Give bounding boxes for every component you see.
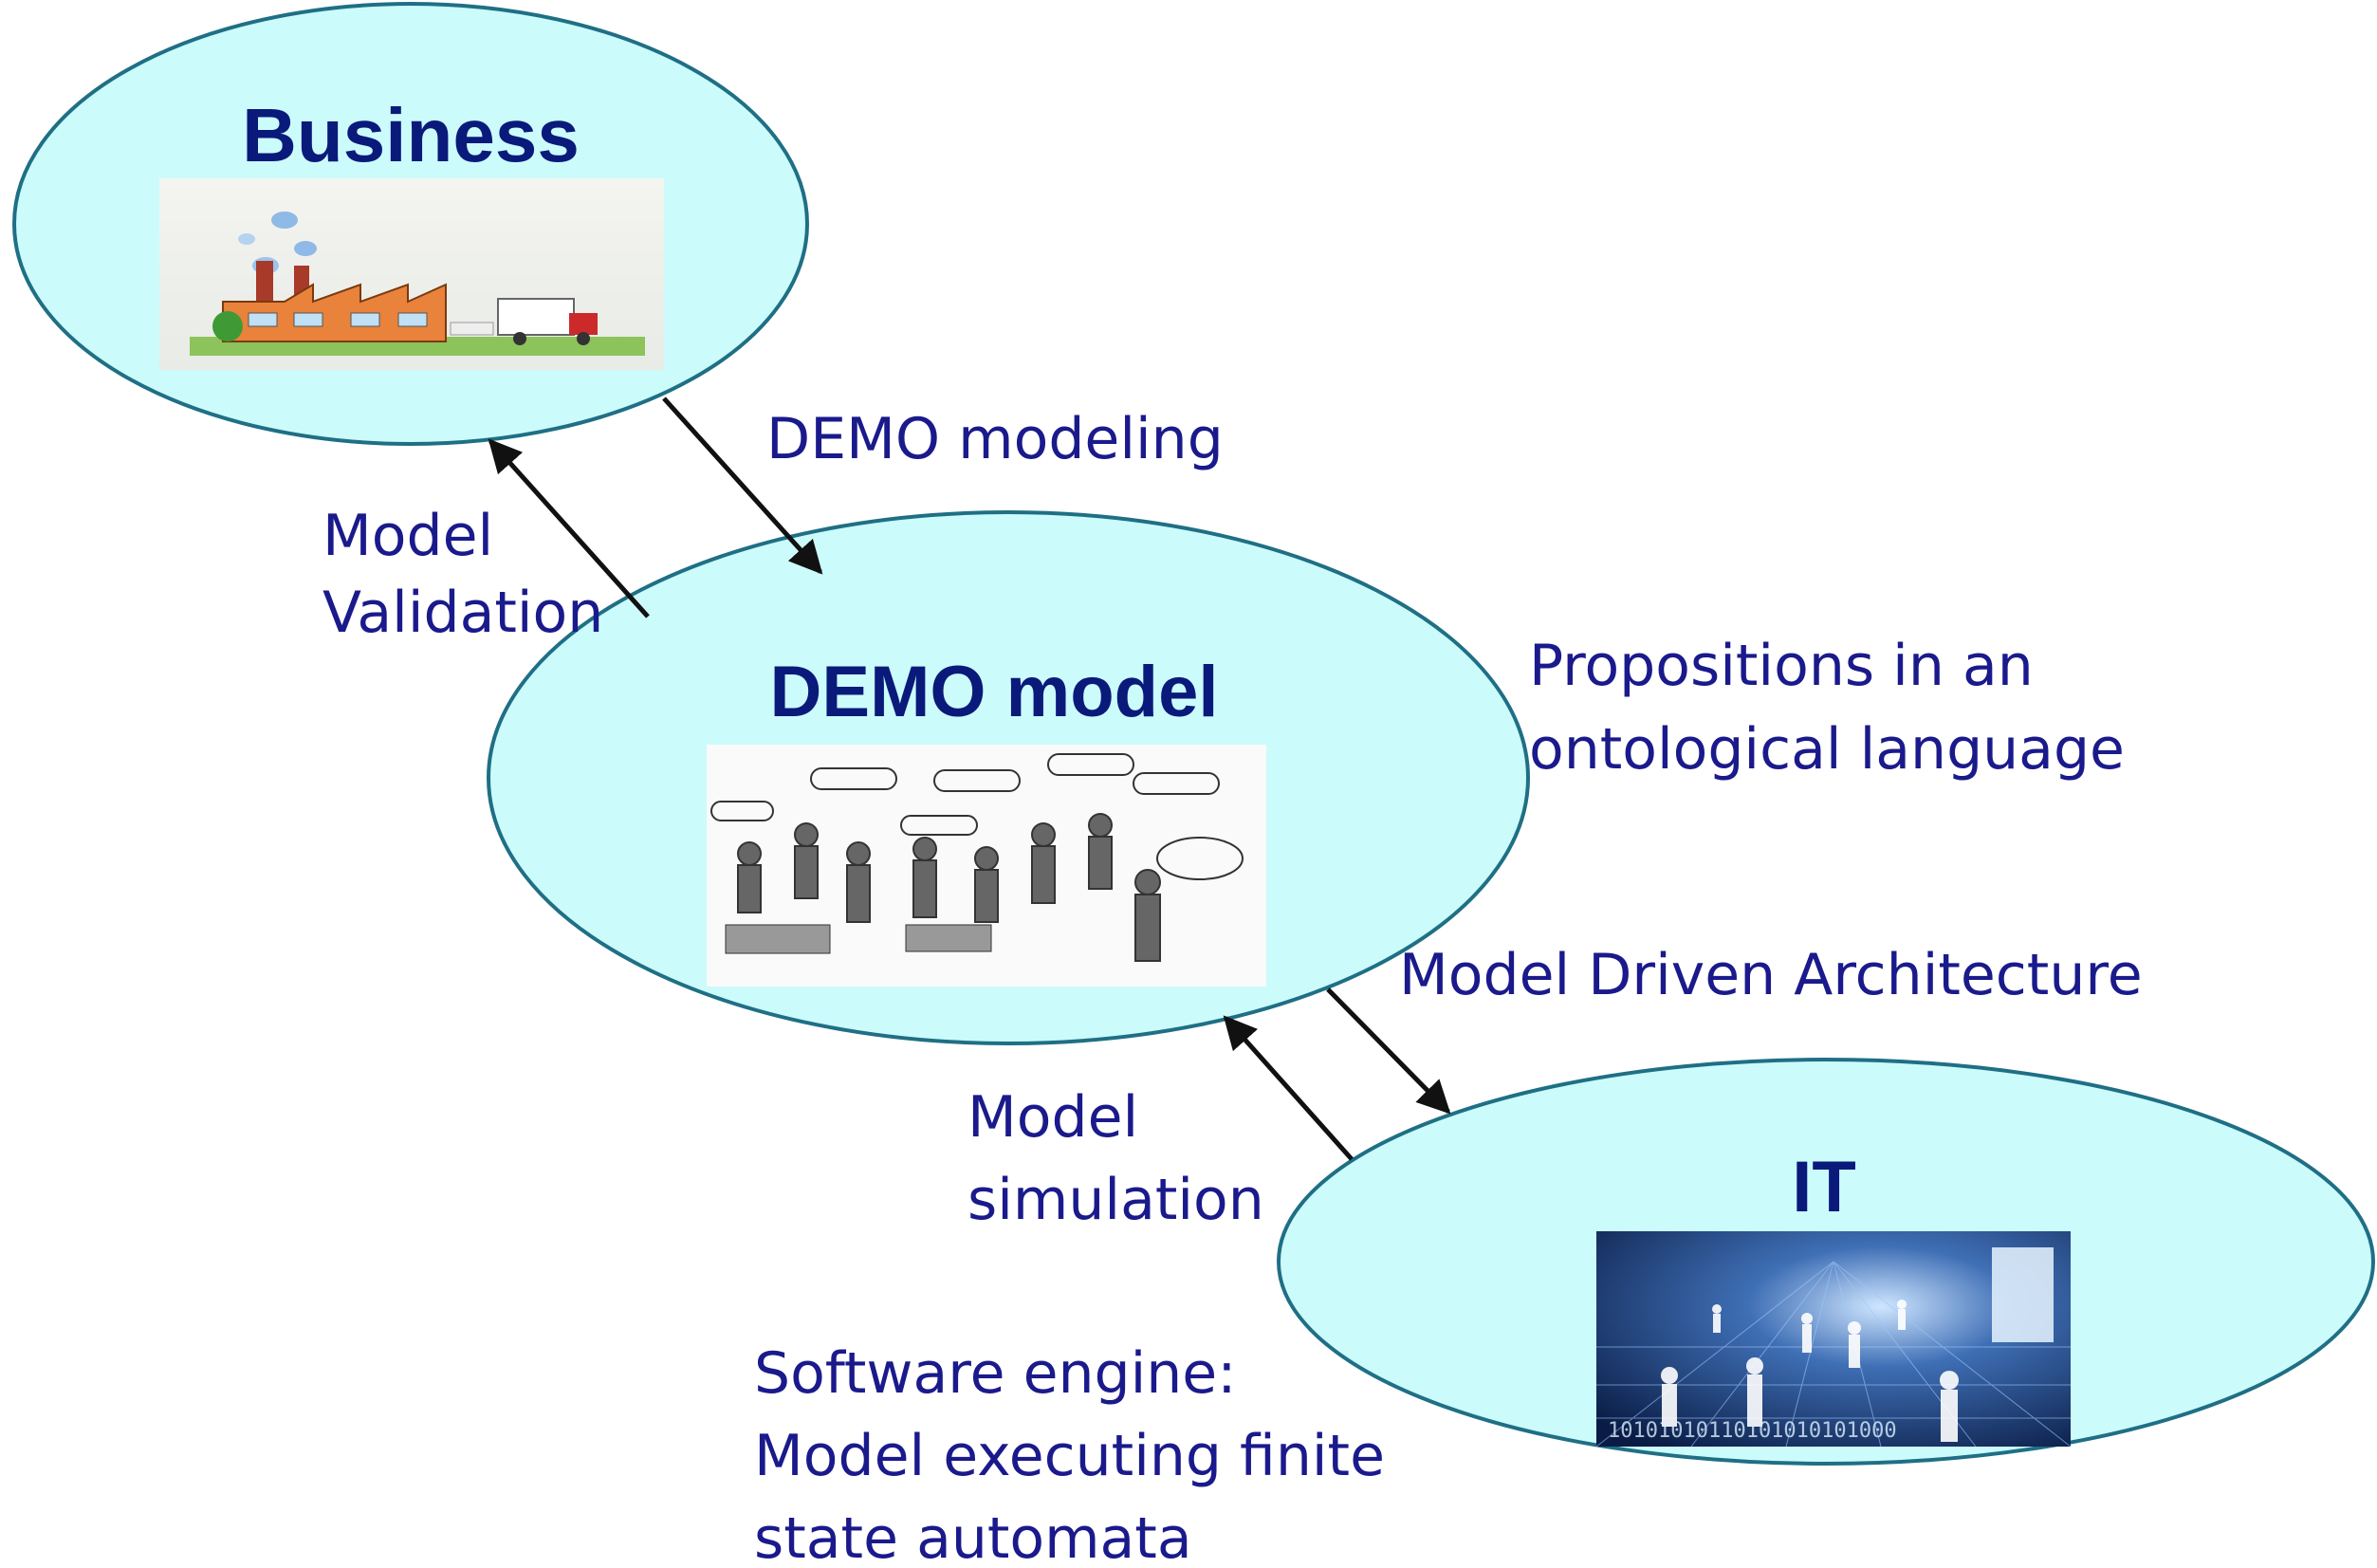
software-engine-line-3: state automata	[754, 1505, 1192, 1568]
software-engine-label: Software engine: Model executing finite …	[754, 1340, 1403, 1568]
propositions-label: Propositions in an ontological language	[1529, 633, 2125, 783]
demo-modeling-label: DEMO modeling	[766, 406, 1224, 472]
model-simulation-label: Model simulation	[967, 1084, 1264, 1233]
model-simulation-line-1: Model	[967, 1084, 1138, 1151]
propositions-line-1: Propositions in an	[1529, 633, 2034, 699]
digital-people-binary-image: 10101010110101010101000	[1595, 1231, 2072, 1448]
arrow-model-validation	[488, 438, 650, 618]
model-validation-line-1: Model	[322, 503, 493, 569]
demo-model-node: DEMO model	[487, 510, 1530, 1045]
model-simulation-line-2: simulation	[967, 1167, 1264, 1233]
arrow-model-simulation	[1223, 1015, 1354, 1161]
factory-illustration	[159, 178, 664, 370]
arrow-mda	[1326, 987, 1451, 1115]
mda-label: Model Driven Architecture	[1399, 942, 2143, 1008]
model-validation-label: Model Validation	[322, 503, 603, 646]
business-node: Business	[12, 2, 809, 446]
people-engagement-sketch	[707, 745, 1266, 987]
software-engine-line-1: Software engine:	[754, 1340, 1236, 1407]
propositions-line-2: ontological language	[1529, 716, 2125, 783]
it-title: IT	[1792, 1147, 1856, 1227]
software-engine-line-2: Model executing finite	[754, 1423, 1385, 1489]
svg-text:10101010110101010101000: 10101010110101010101000	[1608, 1419, 1897, 1443]
demo-model-title: DEMO model	[770, 652, 1219, 732]
model-validation-line-2: Validation	[322, 580, 603, 646]
arrow-demo-modeling	[662, 397, 823, 575]
it-node: IT	[1277, 1058, 2375, 1466]
business-title: Business	[242, 93, 580, 177]
